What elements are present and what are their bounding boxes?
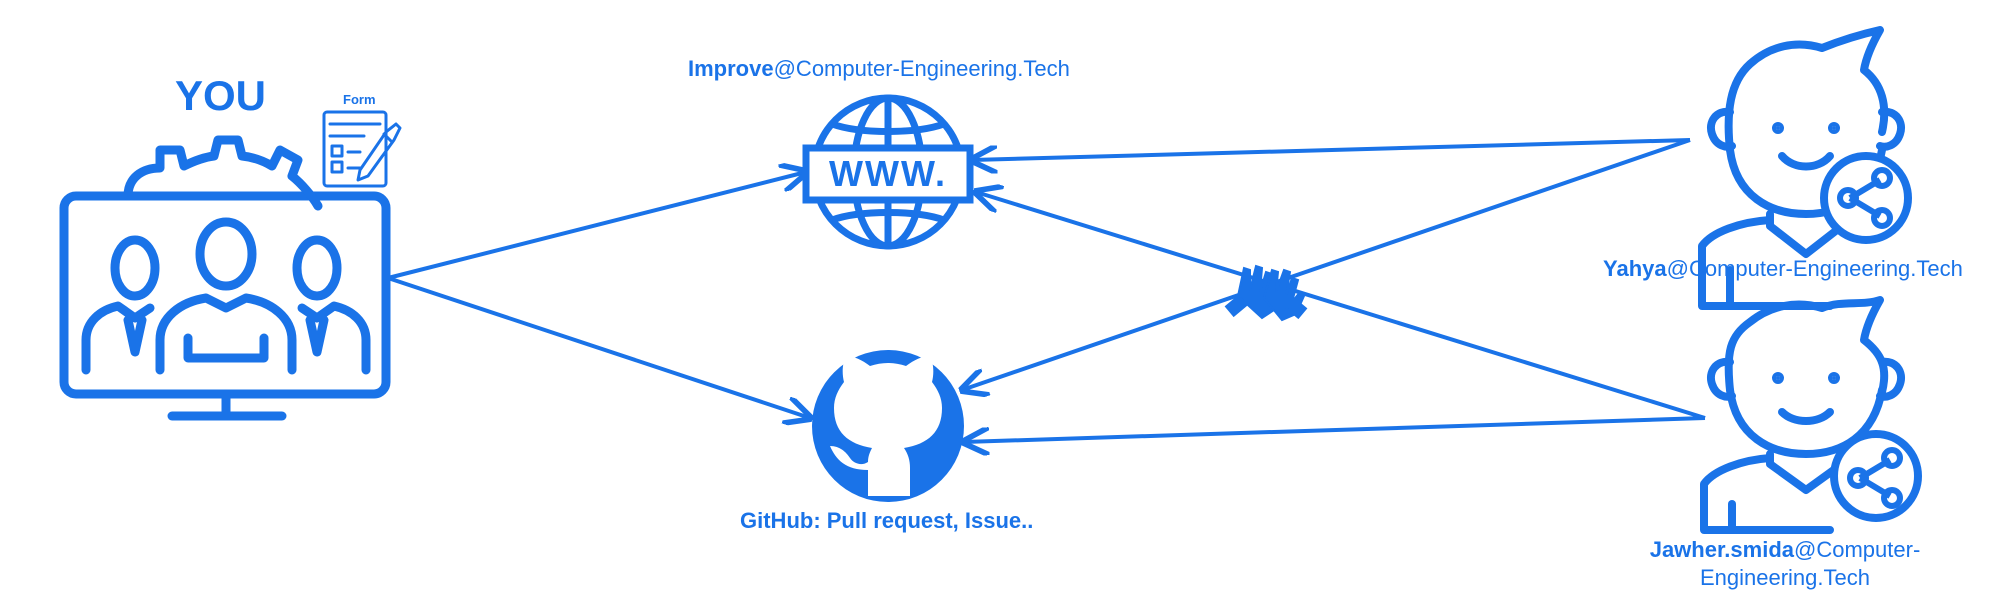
form-edit-icon — [322, 110, 402, 188]
person-share-icon-yahya — [1698, 26, 1905, 310]
arrow-you-to-github — [387, 276, 810, 418]
yahya-user: Yahya — [1603, 256, 1667, 281]
connections — [387, 138, 1706, 442]
arrow-jawher-to-www — [976, 192, 1706, 420]
high-five-icon — [1224, 264, 1308, 322]
www-domain: @Computer-Engineering.Tech — [773, 56, 1070, 81]
arrow-jawher-to-github — [964, 416, 1706, 442]
form-label: Form — [343, 92, 376, 107]
share-icon-jawher — [1830, 430, 1922, 522]
www-banner-text: WWW. — [829, 153, 947, 194]
you-label: YOU — [175, 72, 267, 119]
www-node-label: Improve@Computer-Engineering.Tech — [688, 56, 1070, 82]
yahya-label: Yahya@Computer-Engineering.Tech — [1603, 256, 1963, 282]
github-label: GitHub: Pull request, Issue.. — [740, 508, 1034, 533]
share-icon-yahya — [1820, 152, 1912, 244]
github-icon — [812, 350, 964, 502]
arrow-you-to-www — [387, 172, 806, 280]
arrow-yahya-to-github — [962, 138, 1691, 390]
arrow-yahya-to-www — [972, 138, 1691, 160]
www-user: Improve — [688, 56, 774, 81]
yahya-domain: @Computer-Engineering.Tech — [1666, 256, 1963, 281]
jawher-domain: @Computer-Engineering.Tech — [1699, 537, 1921, 590]
jawher-user: Jawher.smida — [1649, 537, 1795, 562]
team-monitor-icon — [59, 135, 391, 421]
globe-www-icon: WWW. — [802, 94, 974, 250]
jawher-label: Jawher.smida@Computer-Engineering.Tech — [1640, 536, 1930, 592]
